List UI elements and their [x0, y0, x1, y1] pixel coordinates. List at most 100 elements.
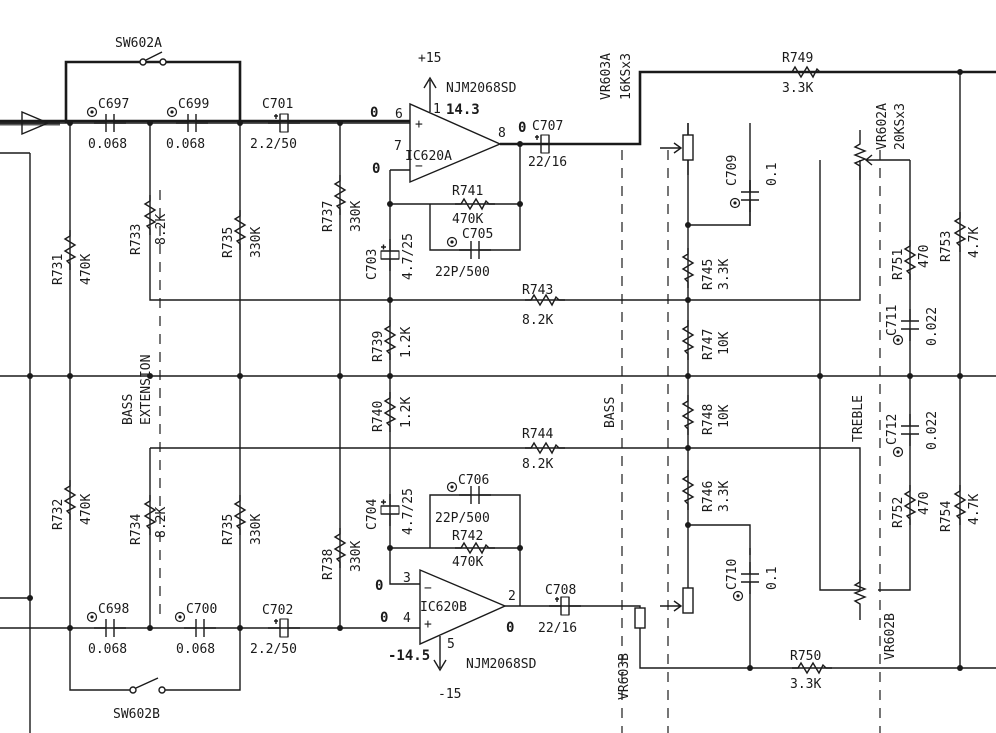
svg-text:4.7/25: 4.7/25	[401, 488, 416, 535]
label-treble: TREBLE	[851, 395, 866, 442]
svg-text:C700: C700	[186, 602, 217, 617]
svg-text:VR602B: VR602B	[883, 613, 898, 660]
pot-vr603b: VR603B	[617, 587, 694, 700]
svg-text:0: 0	[518, 120, 526, 136]
svg-text:R751: R751	[891, 249, 906, 280]
svg-text:C712: C712	[885, 414, 900, 445]
svg-text:C707: C707	[532, 119, 563, 134]
svg-text:1: 1	[433, 102, 441, 117]
svg-text:R750: R750	[790, 649, 821, 664]
svg-text:VR602A: VR602A	[875, 103, 890, 150]
res-r741: R741 470K	[452, 184, 496, 227]
wiring	[0, 60, 996, 733]
svg-text:+: +	[424, 617, 432, 632]
svg-text:22/16: 22/16	[528, 155, 567, 170]
svg-text:0: 0	[506, 620, 514, 636]
cap-c705: C705 22P/500	[435, 227, 493, 280]
label-ic620a: IC620A	[405, 149, 452, 164]
cap-c699: C699 0.068	[166, 97, 209, 152]
section-labels: BASS EXTENSION BASS TREBLE	[121, 355, 866, 442]
svg-text:C711: C711	[885, 305, 900, 336]
svg-text:4.7/25: 4.7/25	[401, 233, 416, 280]
svg-text:C702: C702	[262, 603, 293, 618]
svg-text:10K: 10K	[717, 404, 732, 428]
label-sw602b: SW602B	[113, 707, 160, 722]
label-bass: BASS	[603, 397, 618, 428]
svg-text:0: 0	[375, 578, 383, 594]
svg-text:16KSx3: 16KSx3	[619, 53, 634, 100]
cap-c707: C707 22/16	[528, 119, 567, 170]
svg-text:0: 0	[372, 161, 380, 177]
junction-dots	[27, 69, 963, 671]
label-bass-extension-2: EXTENSION	[139, 355, 154, 425]
svg-text:R752: R752	[891, 497, 906, 528]
res-r739: R739 1.2K	[371, 319, 414, 362]
svg-text:C699: C699	[178, 97, 209, 112]
svg-text:R741: R741	[452, 184, 483, 199]
res-r734: R734 8.2K	[129, 494, 169, 545]
svg-text:2.2/50: 2.2/50	[250, 137, 297, 152]
cap-c706: C706 22P/500	[435, 473, 492, 526]
svg-text:8.2K: 8.2K	[522, 457, 553, 472]
svg-text:470K: 470K	[452, 555, 483, 570]
res-r735-top: R735 330K	[221, 209, 264, 258]
svg-text:330K: 330K	[249, 227, 264, 258]
label-v-top: 14.3	[446, 102, 480, 118]
res-r733: R733 8.2K	[129, 194, 169, 255]
svg-text:0: 0	[370, 105, 378, 121]
svg-text:20KSx3: 20KSx3	[893, 103, 908, 150]
svg-text:6: 6	[395, 107, 403, 122]
svg-text:10K: 10K	[717, 331, 732, 355]
svg-text:8.2K: 8.2K	[522, 313, 553, 328]
svg-text:22P/500: 22P/500	[435, 511, 490, 526]
svg-text:470: 470	[917, 245, 932, 268]
svg-text:4.7K: 4.7K	[967, 227, 982, 258]
label-vplus: +15	[418, 51, 441, 66]
svg-text:R735: R735	[221, 227, 236, 258]
svg-text:0.022: 0.022	[925, 307, 940, 346]
svg-text:0.068: 0.068	[166, 137, 205, 152]
opamp-ic620a: + − IC620A +15 NJM2068SD 14.3 1 6 7 8 0 …	[370, 51, 526, 184]
svg-text:−: −	[424, 581, 432, 596]
svg-text:0.1: 0.1	[765, 567, 780, 590]
svg-text:R747: R747	[701, 329, 716, 360]
svg-text:R740: R740	[371, 401, 386, 432]
res-r740: R740 1.2K	[371, 391, 414, 433]
svg-text:8.2K: 8.2K	[154, 507, 169, 538]
svg-text:0: 0	[380, 610, 388, 626]
svg-text:8: 8	[498, 126, 506, 141]
res-r747: R747 10K	[682, 319, 732, 361]
svg-text:C710: C710	[725, 559, 740, 590]
svg-text:2.2/50: 2.2/50	[250, 642, 297, 657]
svg-text:0.068: 0.068	[88, 137, 127, 152]
switch-sw602a: SW602A	[115, 36, 167, 66]
svg-text:0.068: 0.068	[88, 642, 127, 657]
cap-c702: C702 2.2/50	[250, 603, 301, 657]
svg-text:22/16: 22/16	[538, 621, 577, 636]
svg-text:R749: R749	[782, 51, 813, 66]
pot-gang-lines	[159, 150, 881, 733]
svg-text:R754: R754	[939, 501, 954, 532]
svg-text:470K: 470K	[79, 494, 94, 525]
res-r738: R738 330K	[321, 527, 364, 580]
svg-text:R734: R734	[129, 514, 144, 545]
svg-text:3.3K: 3.3K	[790, 677, 821, 692]
svg-text:1.2K: 1.2K	[399, 327, 414, 358]
svg-text:R739: R739	[371, 331, 386, 362]
res-r753: R753 4.7K	[939, 211, 982, 262]
svg-text:1.2K: 1.2K	[399, 397, 414, 428]
svg-text:−: −	[415, 159, 423, 174]
cap-c703: C703 4.7/25	[365, 233, 416, 280]
cap-c700: C700 0.068	[174, 602, 217, 657]
svg-text:0.068: 0.068	[176, 642, 215, 657]
svg-text:4.7K: 4.7K	[967, 494, 982, 525]
res-r749: R749 3.3K	[782, 51, 827, 96]
pot-vr603a: VR603A 16KSx3	[599, 53, 694, 175]
svg-text:C697: C697	[98, 97, 129, 112]
svg-text:470K: 470K	[79, 254, 94, 285]
cap-c698: C698 0.068	[86, 602, 129, 657]
cap-c710: C710 0.1	[725, 559, 780, 602]
svg-text:R745: R745	[701, 259, 716, 290]
svg-text:C705: C705	[462, 227, 493, 242]
